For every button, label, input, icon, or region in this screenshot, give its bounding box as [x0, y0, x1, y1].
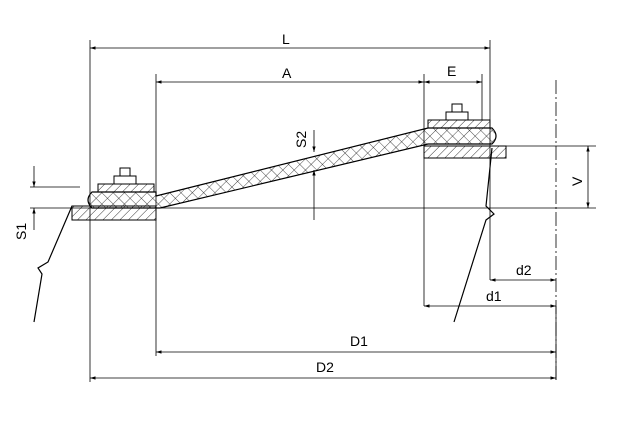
label-L: L: [282, 31, 290, 47]
dim-d1: d1: [424, 288, 556, 308]
left-bolt-head: [119, 167, 131, 177]
right-clamp: [427, 103, 491, 129]
label-d1: d1: [486, 288, 502, 304]
label-S1: S1: [13, 223, 29, 240]
label-d2: d2: [516, 262, 532, 278]
dim-D2: D2: [90, 359, 556, 380]
left-wall: [33, 205, 157, 323]
dim-D1: D1: [156, 333, 556, 354]
label-S2: S2: [293, 131, 309, 148]
right-nut: [445, 111, 469, 121]
label-E: E: [447, 63, 456, 79]
right-bolt-head: [451, 103, 463, 113]
right-clamp-plate: [427, 119, 491, 129]
right-base-plate: [423, 145, 507, 159]
dim-d2: d2: [490, 262, 556, 282]
dim-S1: S1: [13, 166, 36, 240]
dim-E: E: [424, 63, 482, 84]
left-nut: [113, 175, 137, 185]
left-clamp: [97, 167, 155, 193]
dim-S2: S2: [293, 130, 316, 220]
dim-L: L: [90, 31, 490, 50]
right-wall-break-line: [453, 147, 495, 323]
dim-A: A: [156, 65, 424, 84]
label-A: A: [282, 65, 292, 81]
label-D1: D1: [350, 333, 368, 349]
dim-V: V: [569, 146, 590, 208]
label-V: V: [569, 176, 585, 186]
inclined-belt: [87, 127, 497, 209]
label-D2: D2: [316, 359, 334, 375]
left-wall-break-line: [33, 205, 73, 323]
left-clamp-plate: [97, 183, 155, 193]
